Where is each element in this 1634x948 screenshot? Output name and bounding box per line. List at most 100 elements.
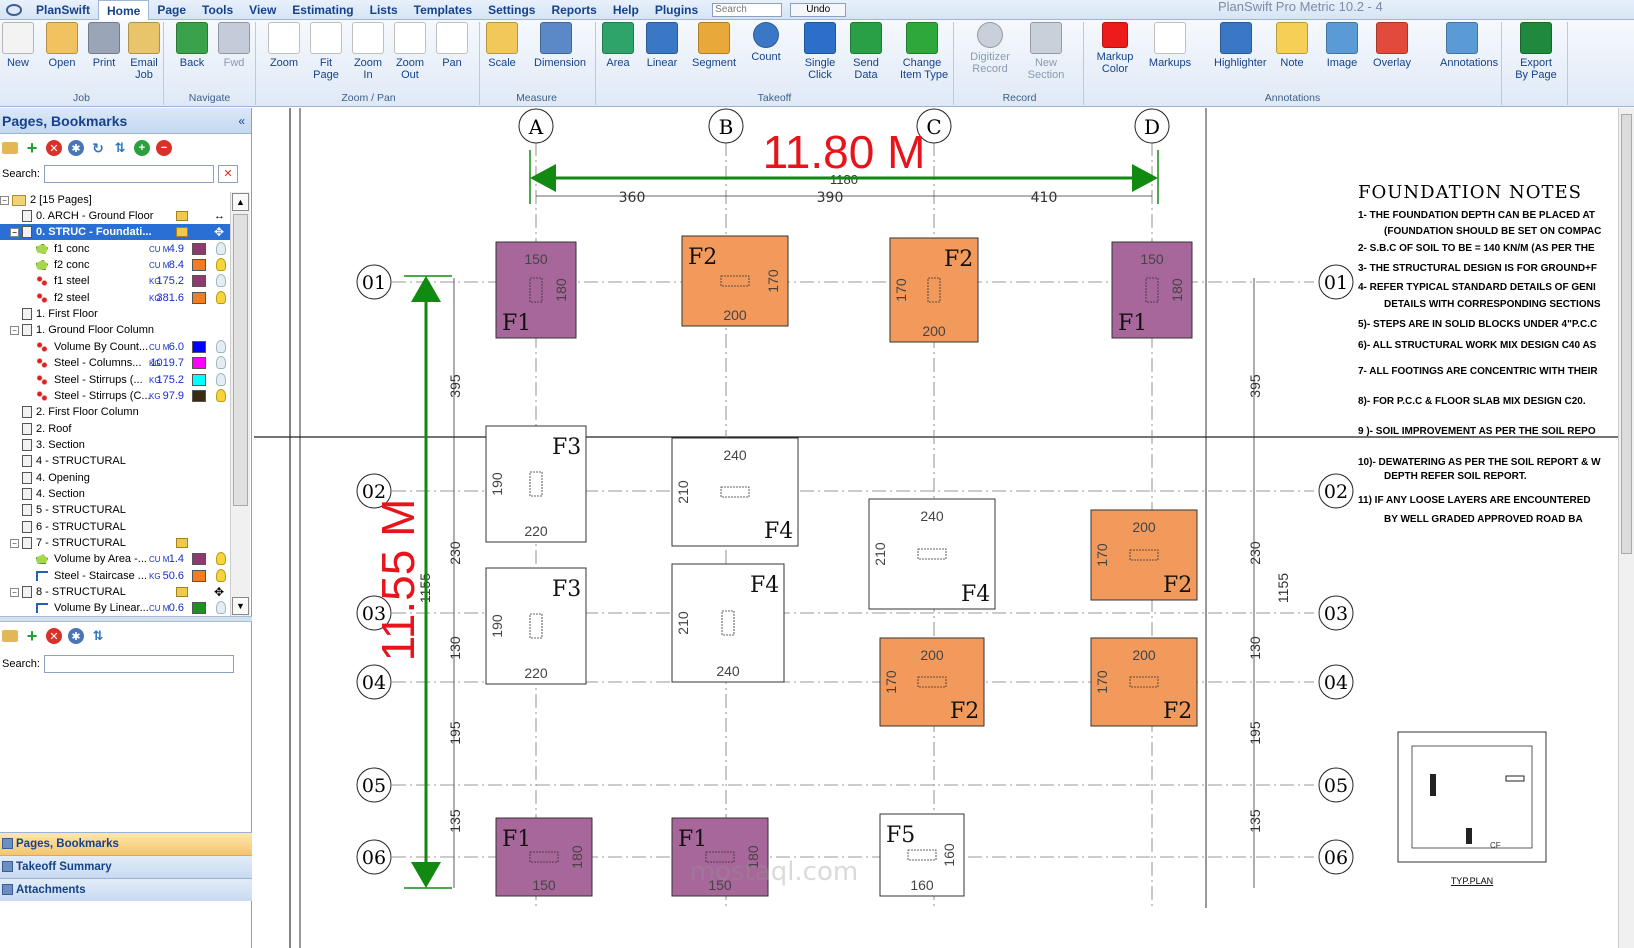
folder-icon[interactable] bbox=[2, 142, 18, 154]
open-button[interactable]: Open bbox=[40, 22, 84, 69]
zoom-in-button[interactable]: Zoom In bbox=[346, 22, 390, 81]
page-item[interactable]: 0. ARCH - Ground Floor↔ bbox=[0, 208, 230, 224]
footing-f3[interactable] bbox=[485, 567, 587, 685]
refresh-icon[interactable]: ↻ bbox=[92, 139, 104, 156]
visibility-bulb-icon[interactable] bbox=[216, 356, 226, 370]
drawing-scrollbar[interactable] bbox=[1618, 108, 1634, 948]
digitizer-record-button[interactable]: Digitizer Record bbox=[968, 22, 1012, 75]
visibility-bulb-icon[interactable] bbox=[216, 290, 226, 304]
footing-f2[interactable] bbox=[1090, 509, 1198, 601]
color-swatch[interactable] bbox=[192, 602, 206, 615]
menu-reports[interactable]: Reports bbox=[551, 2, 597, 17]
add-icon[interactable]: + bbox=[26, 625, 38, 646]
visibility-bulb-icon[interactable] bbox=[216, 372, 226, 386]
sort-icon[interactable]: ⇅ bbox=[92, 628, 104, 643]
new-button[interactable]: New bbox=[0, 22, 40, 69]
count-button[interactable]: Count bbox=[744, 22, 788, 63]
collapse-toggle-icon[interactable]: − bbox=[10, 538, 19, 548]
app-orb-icon[interactable] bbox=[0, 0, 28, 20]
highlighter-button[interactable]: Highlighter bbox=[1214, 22, 1267, 69]
zoom-out-button[interactable]: Zoom Out bbox=[388, 22, 432, 81]
collapse-icon[interactable]: « bbox=[238, 113, 245, 128]
email-job-button[interactable]: Email Job bbox=[122, 22, 166, 81]
collapse-all-icon[interactable]: − bbox=[156, 140, 172, 156]
print-button[interactable]: Print bbox=[82, 22, 126, 69]
linear-button[interactable]: Linear bbox=[640, 22, 684, 69]
overlay-button[interactable]: Overlay bbox=[1370, 22, 1414, 69]
menu-tools[interactable]: Tools bbox=[202, 2, 234, 17]
gear-icon[interactable]: ✱ bbox=[68, 140, 84, 156]
footing-f2[interactable] bbox=[681, 235, 789, 327]
color-swatch[interactable] bbox=[192, 259, 206, 272]
pan-button[interactable]: Pan bbox=[430, 22, 474, 69]
visibility-bulb-icon[interactable] bbox=[216, 258, 226, 272]
add-icon[interactable]: + bbox=[26, 137, 38, 158]
new-section-button[interactable]: New Section bbox=[1024, 22, 1068, 81]
image-button[interactable]: Image bbox=[1320, 22, 1364, 69]
change-item-type-button[interactable]: Change Item Type bbox=[900, 22, 948, 81]
area-button[interactable]: Area bbox=[596, 22, 640, 69]
visibility-bulb-icon[interactable] bbox=[216, 241, 226, 255]
scroll-up-icon[interactable]: ▲ bbox=[232, 193, 249, 211]
drawing-canvas[interactable]: ABCD010102020303040405050606360390410118… bbox=[254, 108, 1618, 948]
expand-all-icon[interactable]: + bbox=[134, 140, 150, 156]
footing-f2[interactable] bbox=[1090, 637, 1198, 727]
delete-icon[interactable]: ✕ bbox=[46, 628, 62, 644]
panel-splitter[interactable] bbox=[0, 616, 252, 622]
visibility-bulb-icon[interactable] bbox=[216, 552, 226, 566]
menu-page[interactable]: Page bbox=[157, 2, 187, 17]
scroll-thumb[interactable] bbox=[1621, 114, 1632, 554]
page-item[interactable]: 4. Section bbox=[0, 486, 230, 502]
save-icon[interactable] bbox=[176, 538, 188, 548]
scale-button[interactable]: Scale bbox=[480, 22, 524, 69]
page-item[interactable]: 5 - STRUCTURAL bbox=[0, 502, 230, 518]
menu-view[interactable]: View bbox=[249, 2, 277, 17]
footing-f2[interactable] bbox=[879, 637, 985, 727]
page-item[interactable]: 2. Roof bbox=[0, 421, 230, 437]
collapse-toggle-icon[interactable]: − bbox=[0, 195, 9, 205]
color-swatch[interactable] bbox=[192, 553, 206, 566]
export-by-page-button[interactable]: Export By Page bbox=[1514, 22, 1558, 81]
footing-f1[interactable] bbox=[1111, 241, 1193, 339]
menu-lists[interactable]: Lists bbox=[369, 2, 398, 17]
page-item[interactable]: 3. Section bbox=[0, 437, 230, 453]
tab-pages-bookmarks[interactable]: Pages, Bookmarks bbox=[0, 832, 252, 855]
footing-f3[interactable] bbox=[485, 425, 587, 543]
single-click-button[interactable]: Single Click bbox=[798, 22, 842, 81]
markup-color-button[interactable]: Markup Color bbox=[1093, 22, 1137, 75]
move-icon[interactable]: ✥ bbox=[214, 585, 225, 600]
annotations-button[interactable]: Annotations bbox=[1440, 22, 1498, 69]
tab-attachments[interactable]: Attachments bbox=[0, 878, 252, 901]
footing-f5[interactable] bbox=[879, 813, 965, 897]
menu-planswift[interactable]: PlanSwift bbox=[36, 2, 91, 17]
page-item[interactable]: 1. First Floor bbox=[0, 306, 230, 322]
page-item[interactable]: −8 - STRUCTURAL✥ bbox=[0, 584, 230, 600]
back-button[interactable]: Back bbox=[170, 22, 214, 69]
page-item[interactable]: 2. First Floor Column bbox=[0, 404, 230, 420]
visibility-bulb-icon[interactable] bbox=[216, 388, 226, 402]
footing-f4[interactable] bbox=[671, 437, 799, 547]
note-button[interactable]: Note bbox=[1270, 22, 1314, 69]
page-item[interactable]: 4. Opening bbox=[0, 470, 230, 486]
page-item[interactable]: 4 - STRUCTURAL bbox=[0, 453, 230, 469]
save-icon[interactable] bbox=[176, 587, 188, 598]
search-input[interactable]: Search bbox=[712, 2, 783, 17]
visibility-bulb-icon[interactable] bbox=[216, 274, 226, 288]
page-item[interactable]: 6 - STRUCTURAL bbox=[0, 519, 230, 535]
collapse-toggle-icon[interactable]: − bbox=[10, 325, 19, 335]
footing-f2[interactable] bbox=[889, 237, 979, 343]
color-swatch[interactable] bbox=[192, 275, 206, 288]
foundation-plan-drawing[interactable]: ABCD010102020303040405050606360390410118… bbox=[254, 108, 1618, 948]
markups-button[interactable]: Markups bbox=[1148, 22, 1192, 69]
color-swatch[interactable] bbox=[192, 340, 206, 353]
color-swatch[interactable] bbox=[192, 389, 206, 402]
menu-plugins[interactable]: Plugins bbox=[654, 2, 699, 17]
color-swatch[interactable] bbox=[192, 242, 206, 255]
